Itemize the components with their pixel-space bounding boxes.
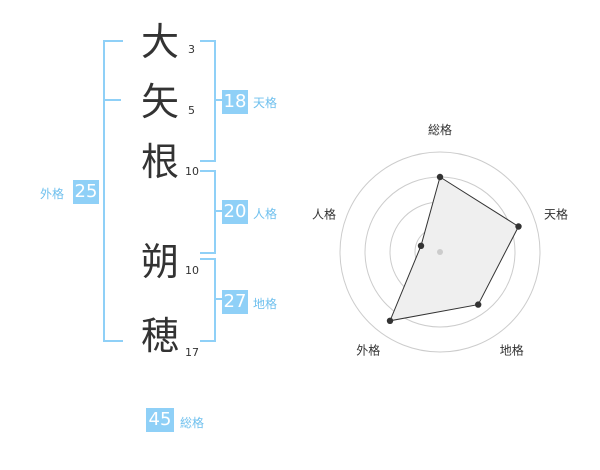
stroke-count-2: 5 (188, 104, 195, 117)
jinkaku-bracket (200, 170, 216, 254)
chikaku-value: 27 (222, 290, 248, 314)
tenkaku-label: 天格 (253, 96, 278, 110)
name-char-2: 矢 (140, 80, 179, 124)
gaikaku-label: 外格 (40, 187, 65, 201)
radar-axis-label: 天格 (544, 206, 568, 221)
bracket-tick (214, 298, 222, 300)
bracket-tick (214, 210, 222, 212)
soukaku-label: 総格 (180, 416, 205, 430)
bracket-tick (103, 99, 121, 101)
stroke-count-4: 10 (185, 264, 199, 277)
tenkaku-value: 18 (222, 90, 248, 114)
chikaku-bracket (200, 258, 216, 342)
radar-point (417, 242, 425, 249)
name-char-5: 穂 (140, 314, 179, 358)
radar-point (515, 223, 522, 230)
radar-points (386, 173, 522, 324)
radar-data-polygon (389, 176, 520, 322)
radar-point (475, 301, 482, 308)
stroke-count-3: 10 (185, 165, 199, 178)
soukaku-value: 45 (146, 408, 174, 432)
jinkaku-label: 人格 (253, 207, 278, 221)
radar-axis-label: 人格 (312, 206, 336, 221)
name-char-4: 朔 (140, 240, 179, 284)
radar-ring (339, 151, 541, 353)
stroke-count-1: 3 (188, 43, 195, 56)
name-char-1: 大 (140, 20, 179, 64)
radar-point (436, 173, 444, 181)
gaikaku-bracket (103, 40, 123, 342)
radar-axis-label: 地格 (500, 343, 524, 358)
radar-center-dot (437, 249, 443, 255)
stroke-count-5: 17 (185, 346, 199, 359)
gaikaku-value: 25 (73, 180, 99, 204)
radar-axis-label: 総格 (428, 122, 452, 137)
chikaku-label: 地格 (253, 297, 278, 311)
radar-point (386, 317, 394, 324)
radar-axis-label: 外格 (356, 343, 380, 358)
jinkaku-value: 20 (222, 200, 248, 224)
tenkaku-bracket (200, 40, 216, 162)
bracket-tick (214, 99, 222, 101)
name-char-3: 根 (140, 140, 179, 184)
